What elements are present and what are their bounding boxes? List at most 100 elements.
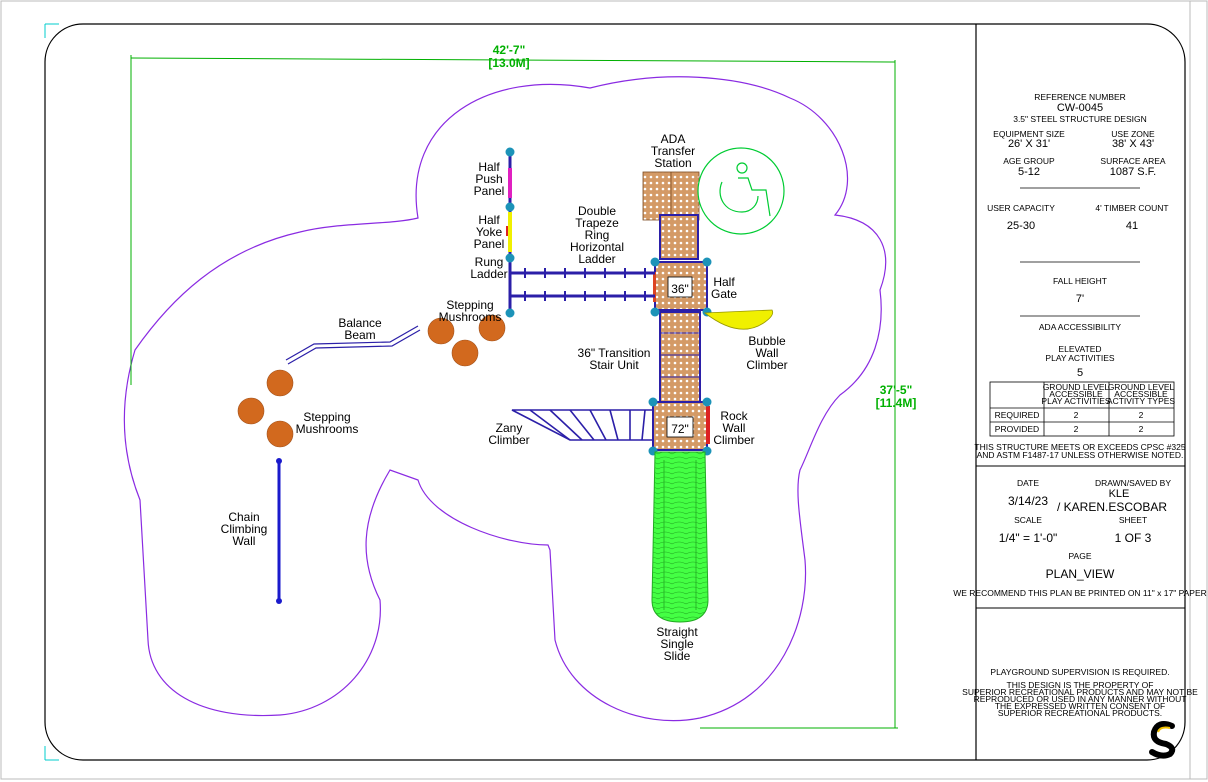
svg-text:ACCESSIBLE: ACCESSIBLE bbox=[1114, 389, 1168, 399]
depth-dimension: 37'-5" [11.4M] bbox=[700, 62, 916, 729]
svg-text:Slide: Slide bbox=[664, 649, 691, 663]
svg-text:Climber: Climber bbox=[713, 433, 754, 447]
ada-transfer-label: ADA Transfer Station bbox=[651, 132, 695, 170]
svg-text:Panel: Panel bbox=[474, 184, 505, 198]
half-yoke-panel-label: Half Yoke Panel bbox=[474, 213, 505, 251]
half-push-panel-label: Half Push Panel bbox=[474, 160, 505, 198]
svg-text:DRAWN/SAVED BY: DRAWN/SAVED BY bbox=[1095, 478, 1171, 488]
svg-text:Horizontal: Horizontal bbox=[570, 240, 624, 254]
page-name: PLAN_VIEW bbox=[1046, 567, 1115, 581]
svg-text:2: 2 bbox=[1074, 410, 1079, 420]
svg-text:ACTIVITY TYPES: ACTIVITY TYPES bbox=[1107, 396, 1176, 406]
svg-text:SHEET: SHEET bbox=[1119, 515, 1147, 525]
svg-text:2: 2 bbox=[1139, 424, 1144, 434]
transition-stair bbox=[659, 311, 701, 403]
use-zone: 38' X 43' bbox=[1112, 138, 1154, 150]
print-note: WE RECOMMEND THIS PLAN BE PRINTED ON 11"… bbox=[953, 588, 1207, 598]
svg-text:36" Transition: 36" Transition bbox=[578, 346, 651, 360]
balance-beam bbox=[285, 325, 421, 365]
svg-text:PLAY ACTIVITIES: PLAY ACTIVITIES bbox=[1041, 396, 1110, 406]
svg-text:Yoke: Yoke bbox=[476, 225, 503, 239]
svg-text:Straight: Straight bbox=[656, 625, 698, 639]
svg-text:REQUIRED: REQUIRED bbox=[995, 410, 1040, 420]
main-tower: 36" 72" bbox=[642, 171, 710, 451]
svg-text:THIS DESIGN IS THE PROPERTY OF: THIS DESIGN IS THE PROPERTY OF bbox=[1007, 680, 1154, 690]
equipment-size: 26' X 31' bbox=[1008, 138, 1050, 150]
svg-text:Station: Station bbox=[654, 156, 691, 170]
yoke-panel-strip bbox=[508, 212, 512, 252]
svg-text:ADA: ADA bbox=[661, 132, 686, 146]
svg-text:THE EXPRESSED WRITTEN CONSENT: THE EXPRESSED WRITTEN CONSENT OF bbox=[995, 701, 1165, 711]
stepping-mushrooms-bottom-label: Stepping Mushrooms bbox=[296, 410, 359, 436]
svg-text:Climber: Climber bbox=[746, 358, 787, 372]
svg-text:Half: Half bbox=[478, 160, 500, 174]
saved-by: / KAREN.ESCOBAR bbox=[1057, 500, 1167, 514]
drawn-by: KLE bbox=[1109, 488, 1130, 500]
svg-text:Balance: Balance bbox=[338, 316, 382, 330]
svg-text:Push: Push bbox=[475, 172, 502, 186]
svg-text:SUPERIOR RECREATIONAL PRODUCTS: SUPERIOR RECREATIONAL PRODUCTS. bbox=[998, 708, 1162, 718]
zany-climber-label: Zany Climber bbox=[488, 421, 529, 447]
svg-text:Rock: Rock bbox=[720, 409, 748, 423]
horizontal-ladder bbox=[510, 268, 655, 301]
svg-text:USER CAPACITY: USER CAPACITY bbox=[987, 203, 1055, 213]
svg-text:Single: Single bbox=[660, 637, 694, 651]
svg-text:Transfer: Transfer bbox=[651, 144, 695, 158]
s-logo-icon bbox=[1149, 721, 1176, 759]
ada-icon bbox=[697, 147, 785, 235]
deck-36-label: 36" bbox=[671, 282, 689, 296]
svg-text:Mushrooms: Mushrooms bbox=[439, 310, 502, 324]
balance-beam-label: Balance Beam bbox=[338, 316, 382, 342]
reference-label: REFERENCE NUMBER bbox=[1034, 92, 1126, 102]
svg-text:SCALE: SCALE bbox=[1014, 515, 1042, 525]
svg-text:USE ZONE: USE ZONE bbox=[1111, 129, 1155, 139]
depth-dim-label: 37'-5" bbox=[880, 383, 913, 397]
svg-text:Half: Half bbox=[713, 275, 735, 289]
bubble-wall-climber bbox=[703, 309, 774, 330]
svg-text:Mushrooms: Mushrooms bbox=[296, 422, 359, 436]
svg-text:ACCESSIBLE: ACCESSIBLE bbox=[1049, 389, 1103, 399]
svg-text:Beam: Beam bbox=[344, 328, 375, 342]
svg-text:Panel: Panel bbox=[474, 237, 505, 251]
timber-count: 41 bbox=[1126, 220, 1138, 232]
svg-text:GROUND LEVEL: GROUND LEVEL bbox=[1043, 382, 1110, 392]
scale: 1/4" = 1'-0" bbox=[999, 531, 1058, 545]
svg-text:Ladder: Ladder bbox=[470, 267, 507, 281]
svg-text:PLAY ACTIVITIES: PLAY ACTIVITIES bbox=[1045, 353, 1114, 363]
svg-text:Stepping: Stepping bbox=[446, 298, 493, 312]
panel-column bbox=[506, 152, 512, 313]
svg-text:AND ASTM F1487-17 UNLESS OTHER: AND ASTM F1487-17 UNLESS OTHERWISE NOTED… bbox=[977, 450, 1184, 460]
half-gate-label: Half Gate bbox=[711, 275, 737, 301]
svg-text:Bubble: Bubble bbox=[748, 334, 786, 348]
svg-text:ELEVATED: ELEVATED bbox=[1058, 344, 1101, 354]
svg-text:GROUND LEVEL: GROUND LEVEL bbox=[1108, 382, 1175, 392]
date: 3/14/23 bbox=[1008, 494, 1048, 508]
double-trapeze-label: Double Trapeze Ring Horizontal Ladder bbox=[570, 204, 624, 266]
fall-height: 7' bbox=[1076, 293, 1084, 305]
elevated-count: 5 bbox=[1077, 367, 1083, 379]
width-dim-label: 42'-7" bbox=[493, 43, 526, 57]
svg-text:THIS STRUCTURE MEETS OR EXCEED: THIS STRUCTURE MEETS OR EXCEEDS CPSC #32… bbox=[974, 442, 1185, 452]
svg-text:SUPERIOR RECREATIONAL PRODUCTS: SUPERIOR RECREATIONAL PRODUCTS AND MAY N… bbox=[962, 687, 1198, 697]
svg-text:Climber: Climber bbox=[488, 433, 529, 447]
sheet: 1 OF 3 bbox=[1115, 531, 1152, 545]
svg-text:ADA ACCESSIBILITY: ADA ACCESSIBILITY bbox=[1039, 322, 1122, 332]
svg-text:Wall: Wall bbox=[756, 346, 779, 360]
svg-text:EQUIPMENT SIZE: EQUIPMENT SIZE bbox=[993, 129, 1065, 139]
svg-text:Chain: Chain bbox=[228, 510, 259, 524]
accessibility-table bbox=[989, 381, 1175, 437]
svg-text:Trapeze: Trapeze bbox=[575, 216, 619, 230]
rock-wall-label: Rock Wall Climber bbox=[713, 409, 754, 447]
age-group: 5-12 bbox=[1018, 166, 1040, 178]
svg-text:Double: Double bbox=[578, 204, 616, 218]
width-dim-metric: [13.0M] bbox=[488, 56, 529, 70]
drawing-border bbox=[44, 23, 1186, 761]
surface-area: 1087 S.F. bbox=[1110, 166, 1156, 178]
svg-text:2: 2 bbox=[1074, 424, 1079, 434]
width-dimension: 42'-7" [13.0M] bbox=[130, 43, 896, 385]
posts bbox=[505, 147, 712, 456]
svg-text:DATE: DATE bbox=[1017, 478, 1039, 488]
chain-wall-label: Chain Climbing Wall bbox=[221, 510, 268, 548]
zany-climber bbox=[511, 409, 654, 441]
svg-text:Wall: Wall bbox=[233, 534, 256, 548]
